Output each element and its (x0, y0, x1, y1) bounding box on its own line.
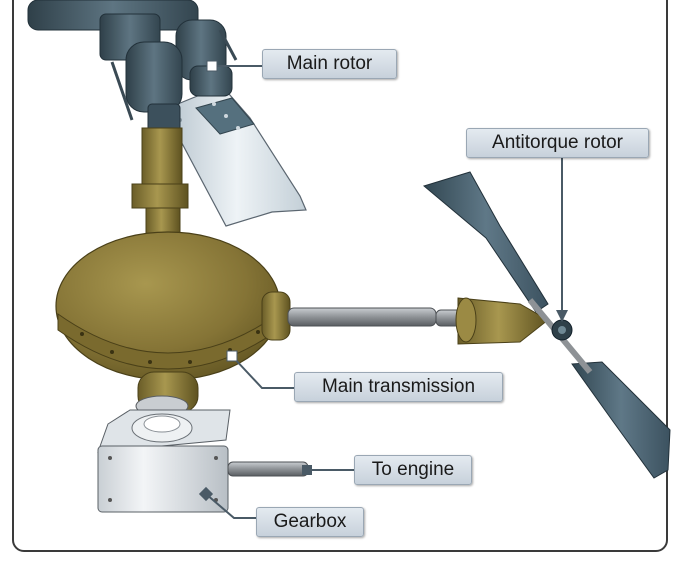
tail-rotor-driveshaft (287, 307, 467, 327)
antitorque-rotor-label: Antitorque rotor (466, 128, 649, 158)
main-rotor-blade (167, 85, 307, 227)
main-rotor-label: Main rotor (262, 49, 397, 79)
leader-lines (205, 65, 563, 519)
main-transmission-body (55, 231, 291, 417)
gearbox-body (97, 409, 309, 513)
antitorque-rotor-assembly (422, 171, 671, 479)
gearbox-label: Gearbox (256, 507, 364, 537)
callout-markers (198, 60, 568, 502)
to-engine-label: To engine (354, 455, 472, 485)
main-transmission-label: Main transmission (294, 372, 503, 402)
